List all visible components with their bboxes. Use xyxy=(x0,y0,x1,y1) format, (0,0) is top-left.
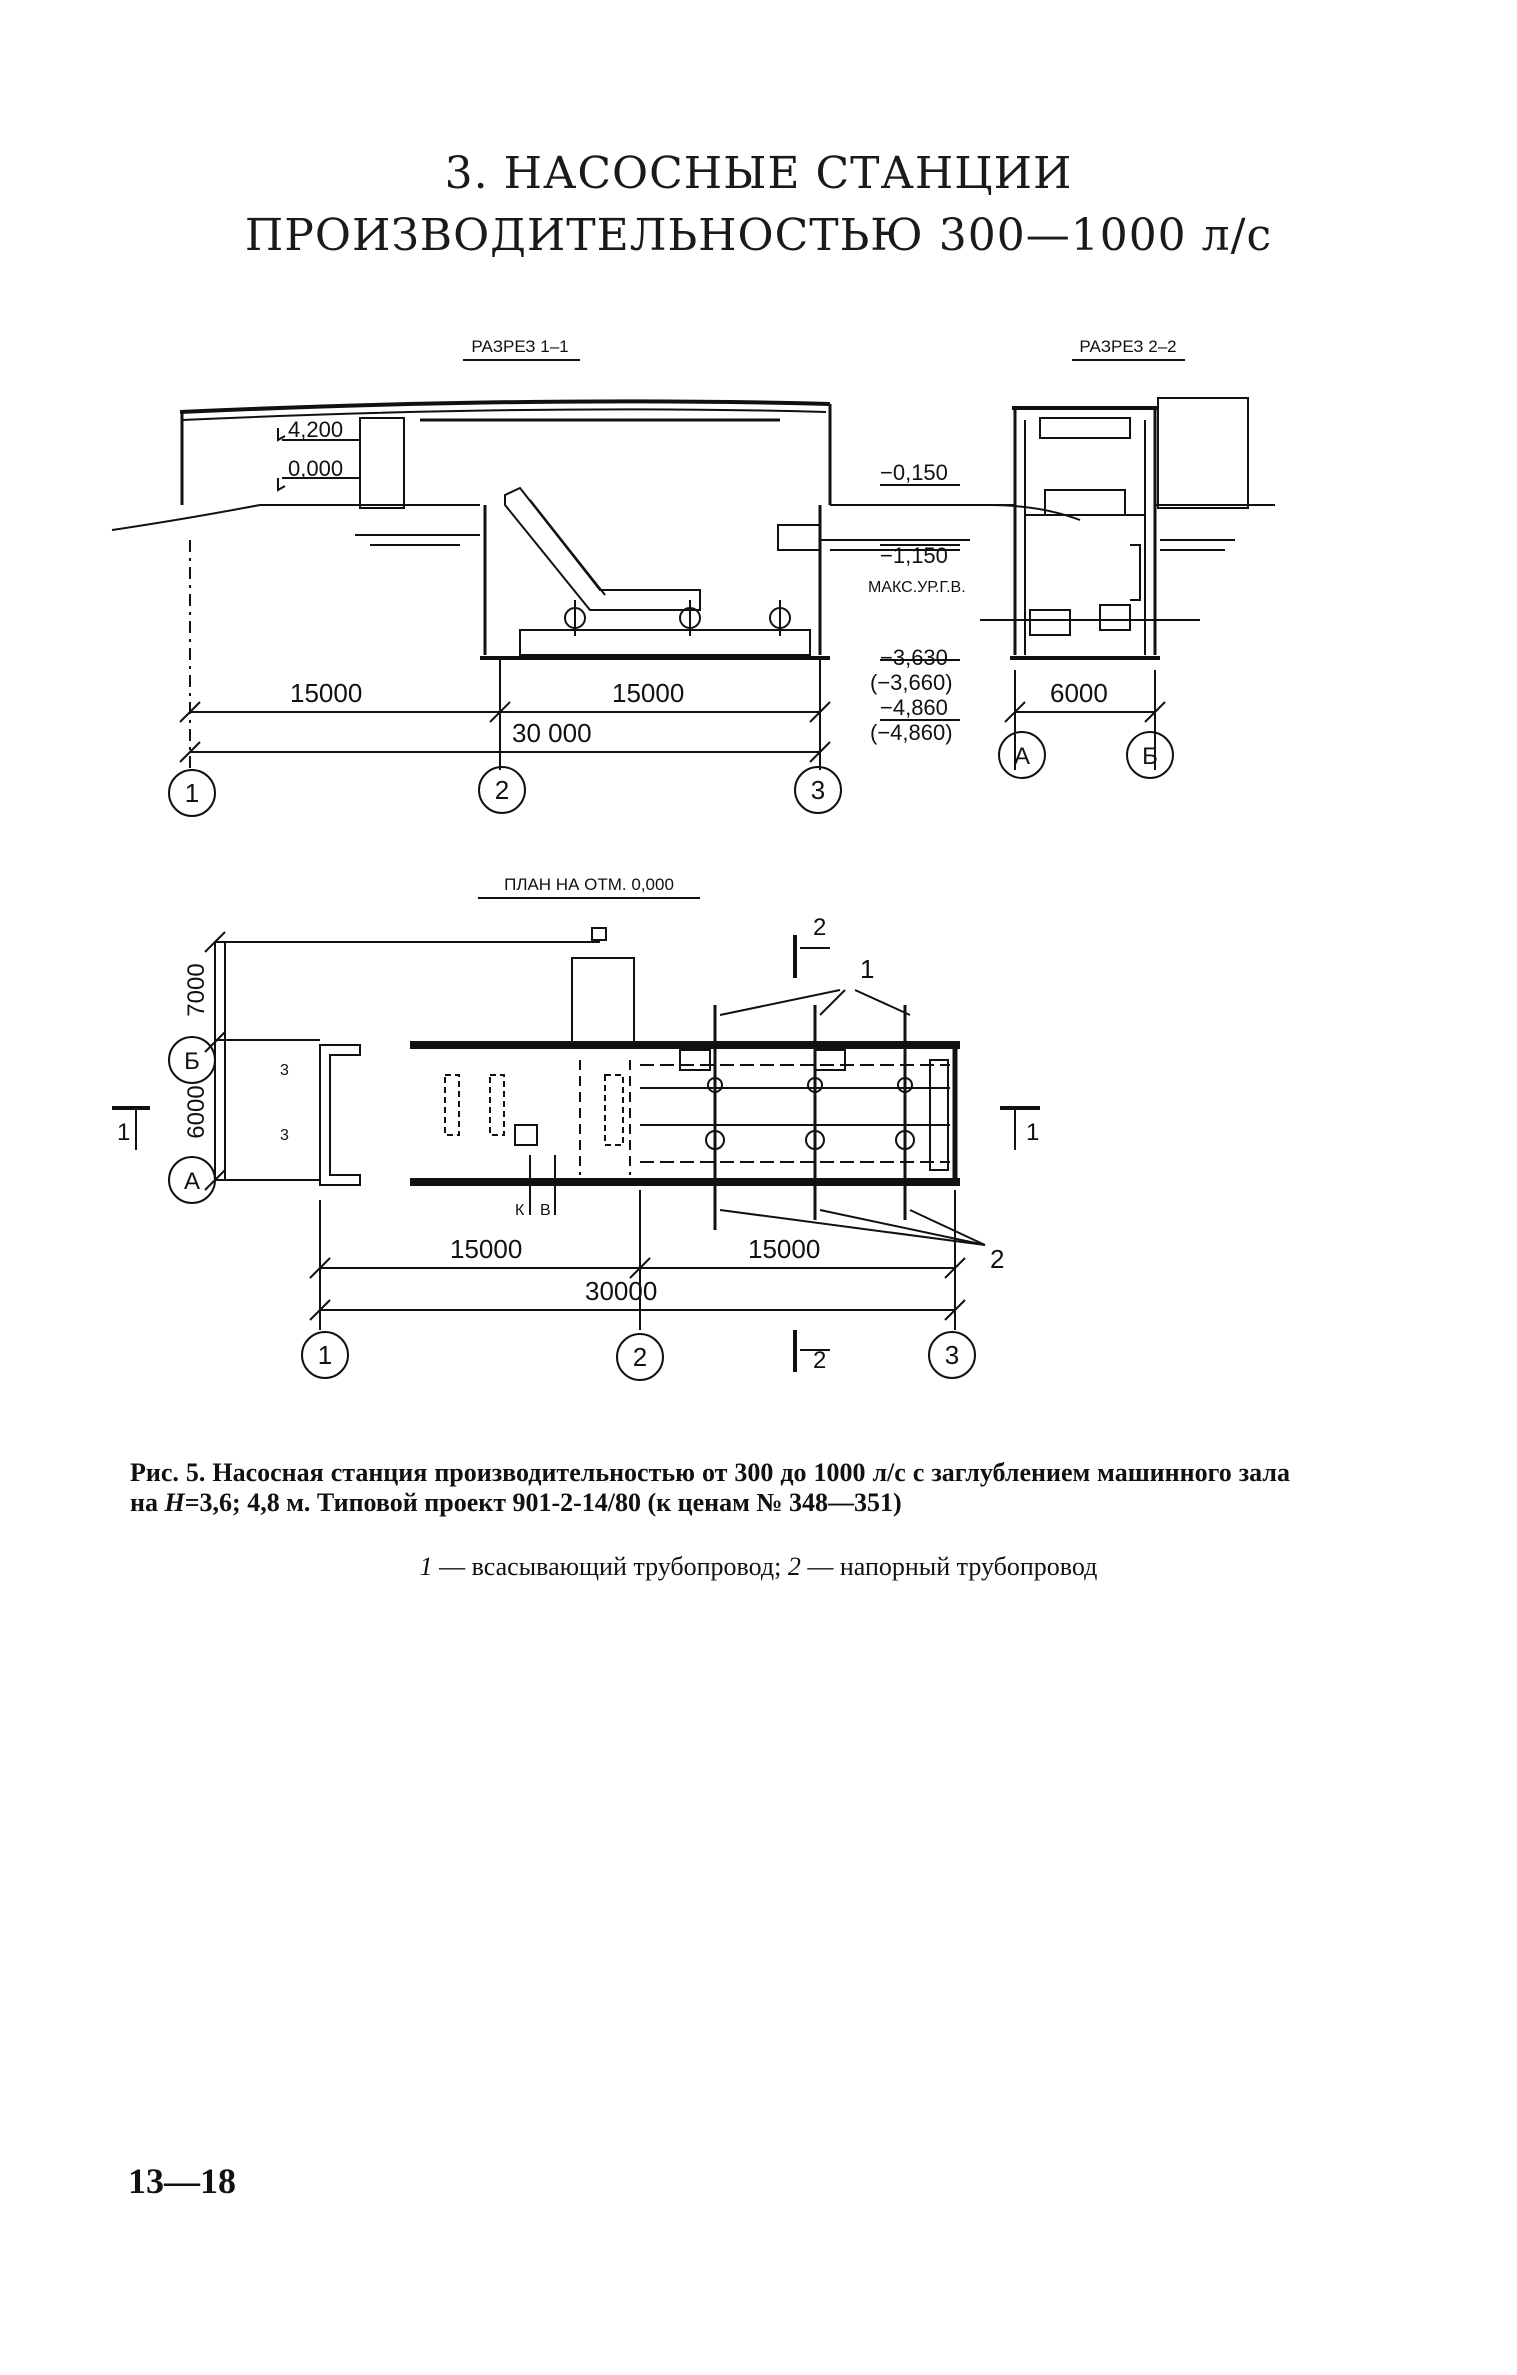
plan-dim-15000-left: 15000 xyxy=(450,1234,522,1264)
plan-label-k: К xyxy=(515,1202,525,1219)
section-2-2-drawing xyxy=(980,359,1275,779)
plan-axis-1: 1 xyxy=(318,1340,332,1370)
plan-drawing xyxy=(112,897,1040,1381)
level-minus-1150: −1,150 xyxy=(880,543,948,568)
level-0000: 0,000 xyxy=(288,456,343,481)
legend-text-2: — напорный трубопровод xyxy=(800,1552,1098,1581)
cut-1-left-label: 1 xyxy=(117,1119,130,1146)
level-4200: 4,200 xyxy=(288,417,343,442)
dim-7000: 7000 xyxy=(183,963,210,1016)
plan-dim-15000-right: 15000 xyxy=(748,1234,820,1264)
page-heading-line2: ПРОИЗВОДИТЕЛЬНОСТЬЮ 300—1000 л/с xyxy=(244,210,1273,261)
dim-6000-section: 6000 xyxy=(1050,678,1108,708)
legend-num-1: 1 xyxy=(419,1552,433,1581)
page-number: 13—18 xyxy=(128,2161,236,2201)
max-groundwater-label: МАКС.УР.Г.В. xyxy=(868,579,966,596)
axis-2: 2 xyxy=(495,775,509,805)
caption-h-symbol: Н xyxy=(164,1488,185,1517)
dim-15000-right: 15000 xyxy=(612,678,684,708)
caption-part2: =3,6; 4,8 м. Типовой проект 901-2-14/80 … xyxy=(184,1488,902,1517)
section-1-1-drawing: РАЗРЕЗ 1–1 xyxy=(111,337,1081,817)
cut-2-bottom-label: 2 xyxy=(813,1347,826,1374)
cut-2-top-label: 2 xyxy=(813,914,826,941)
plan-dim-30000: 30000 xyxy=(585,1276,657,1306)
legend-text-1: — всасывающий трубопровод; xyxy=(432,1552,788,1581)
level-minus-3630: −3,630 xyxy=(880,645,948,670)
axis-b-plan: Б xyxy=(184,1048,200,1075)
axis-3: 3 xyxy=(811,775,825,805)
section-1-1-title: РАЗРЕЗ 1–1 xyxy=(471,337,568,356)
plan-label-3-top: 3 xyxy=(280,1062,289,1079)
plan-label-3-bottom: 3 xyxy=(280,1127,289,1144)
dim-15000-left: 15000 xyxy=(290,678,362,708)
section-2-2-title: РАЗРЕЗ 2–2 xyxy=(1079,337,1176,356)
caption-part1: Рис. 5. Насосная станция производительно… xyxy=(130,1458,1290,1517)
plan-axis-2: 2 xyxy=(633,1342,647,1372)
plan-title: ПЛАН НА ОТМ. 0,000 xyxy=(504,875,674,894)
axis-b-section: Б xyxy=(1142,743,1158,770)
level-minus-0150: −0,150 xyxy=(880,460,948,485)
figure-legend: 1 — всасывающий трубопровод; 2 — напорны… xyxy=(0,1552,1517,1582)
legend-num-2: 2 xyxy=(787,1552,801,1581)
level-minus-4860: −4,860 xyxy=(880,695,948,720)
dim-6000-plan: 6000 xyxy=(183,1085,210,1138)
level-minus-3660: (−3,660) xyxy=(870,670,953,695)
page-heading-line1: 3. НАСОСНЫЕ СТАНЦИИ xyxy=(444,148,1073,199)
plan-label-v: В xyxy=(540,1202,551,1219)
dim-30000: 30 000 xyxy=(512,718,592,748)
cut-1-right-label: 1 xyxy=(1026,1119,1039,1146)
axis-1: 1 xyxy=(185,778,199,808)
figure-caption: Рис. 5. Насосная станция производительно… xyxy=(130,1458,1290,1518)
level-minus-4860-alt: (−4,860) xyxy=(870,720,953,745)
axis-a-plan: А xyxy=(184,1168,200,1195)
plan-axis-3: 3 xyxy=(945,1340,959,1370)
leader-1-label: 1 xyxy=(860,954,874,984)
technical-drawing: РАЗРЕЗ 1–1 xyxy=(111,337,1275,1381)
axis-a-section: А xyxy=(1014,743,1030,770)
leader-2-label: 2 xyxy=(990,1244,1004,1274)
